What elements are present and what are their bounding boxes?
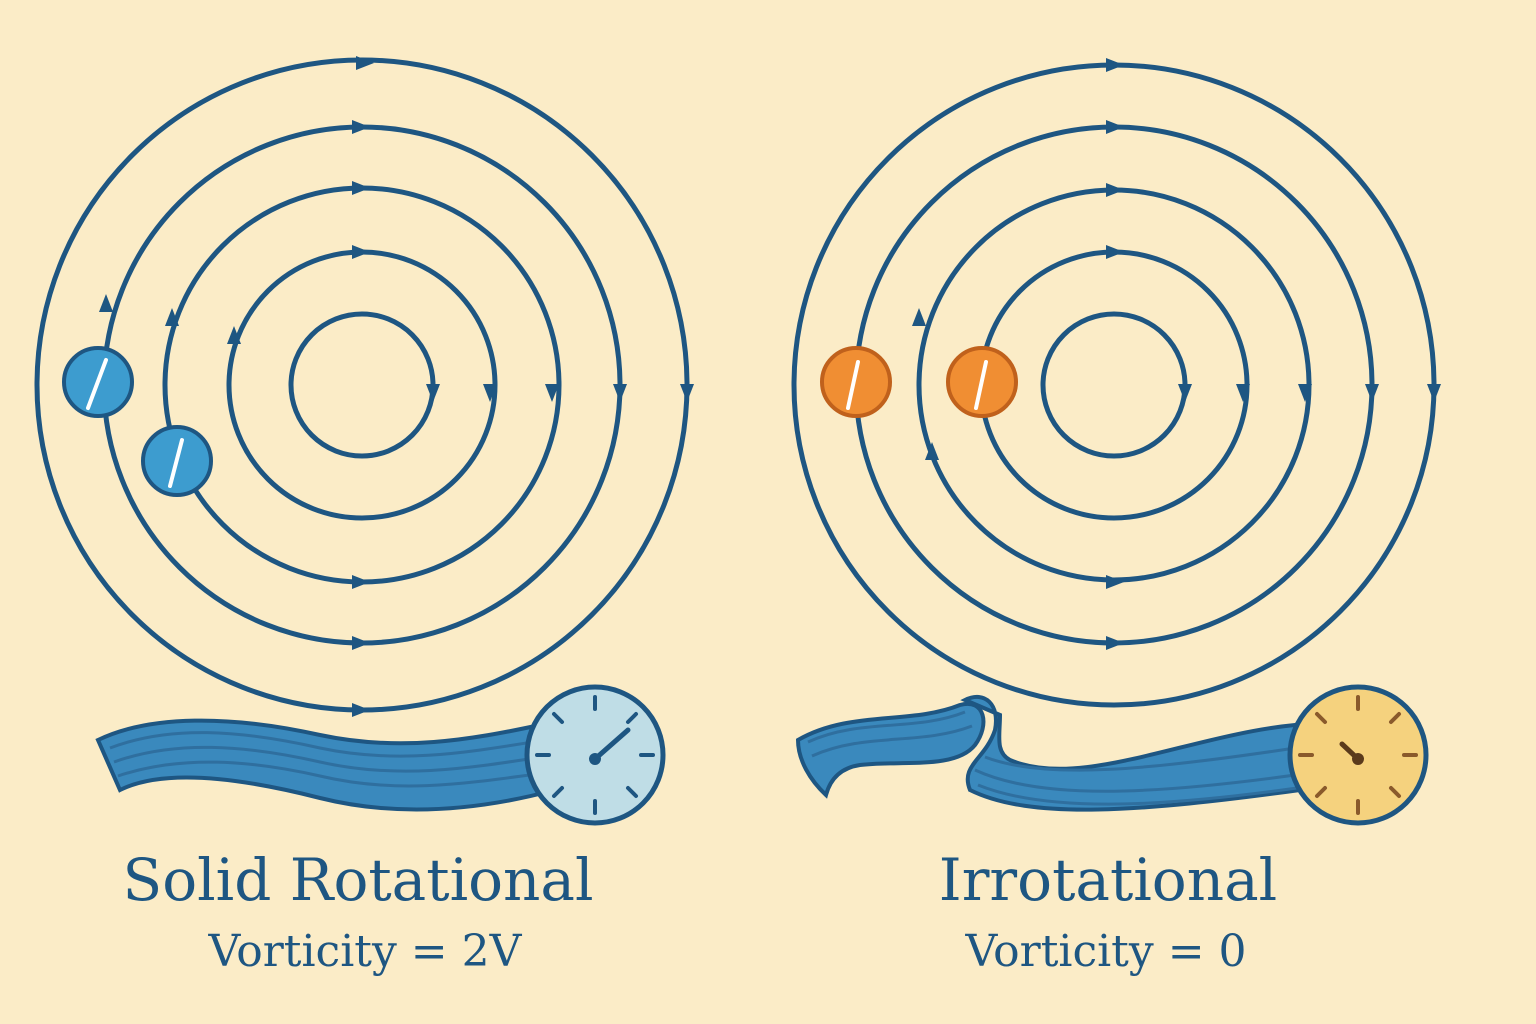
arrow-head: [1106, 120, 1124, 134]
panel-subtitle: Vorticity = 0: [964, 926, 1246, 977]
streamline-ring-2: [101, 124, 623, 646]
panel-subtitle: Vorticity = 2V: [208, 926, 523, 977]
rotating-particle-icon: [141, 425, 213, 497]
arrow-head: [925, 442, 939, 460]
arrow-head: [1298, 384, 1312, 402]
arrow-head: [352, 703, 370, 717]
arrow-head: [352, 636, 370, 650]
arrow-head: [1106, 58, 1124, 72]
arrow-head: [352, 120, 370, 134]
non-rotating-particle-icon: [820, 346, 892, 418]
rotating-particle-icon: [62, 346, 134, 418]
arrow-head: [1106, 245, 1124, 259]
arrow-head: [165, 308, 179, 326]
panel-solid-rotational: Solid Rotational Vorticity = 2V: [34, 56, 694, 977]
arrow-head: [1106, 183, 1124, 197]
streamlines-solid: [34, 56, 694, 717]
panel-title: Solid Rotational: [122, 846, 593, 914]
arrow-head: [352, 181, 370, 195]
gauge-dial-icon: [1287, 684, 1429, 826]
arrow-head: [1236, 384, 1250, 402]
streamline-ring-3: [162, 185, 562, 585]
arrow-head: [352, 245, 370, 259]
panel-title: Irrotational: [939, 846, 1277, 914]
streamline-ring-1: [34, 57, 690, 713]
panel-irrotational: Irrotational Vorticity = 0: [791, 58, 1441, 977]
non-rotating-particle-icon: [946, 346, 1018, 418]
streamline-ring-5: [1040, 311, 1188, 459]
arrow-head: [680, 384, 694, 402]
arrow-head: [1106, 575, 1124, 589]
streamline-ring-4: [226, 249, 498, 521]
flow-ribbon-irrotational: [795, 694, 1303, 812]
arrow-head: [483, 384, 497, 402]
arrow-head: [99, 294, 113, 312]
arrow-head: [352, 575, 370, 589]
arrow-head: [1106, 636, 1124, 650]
streamline-ring-2: [853, 124, 1375, 646]
flow-ribbon-solid: [95, 718, 558, 812]
arrow-head: [1178, 384, 1192, 402]
arrow-head: [613, 384, 627, 402]
streamline-ring-5: [288, 311, 436, 459]
arrow-head: [426, 384, 440, 402]
arrow-head: [1427, 384, 1441, 402]
arrow-head: [912, 308, 926, 326]
gauge-dial-icon: [524, 684, 666, 826]
streamline-ring-4: [978, 249, 1250, 521]
arrow-head: [1365, 384, 1379, 402]
arrow-head: [356, 56, 374, 70]
arrow-head: [545, 384, 559, 402]
arrow-head: [227, 326, 241, 344]
